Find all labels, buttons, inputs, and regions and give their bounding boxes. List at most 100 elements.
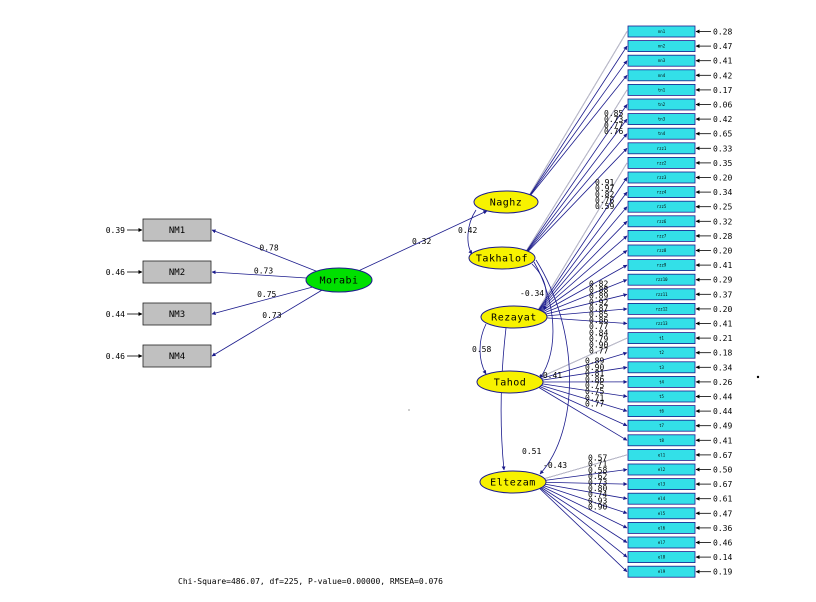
indicator-label-nn3: nn3: [658, 58, 666, 63]
indicator-box-rzz10: [627, 273, 696, 286]
latent-label-eltezam: Eltezam: [490, 478, 536, 489]
loading-path-el2: [532, 467, 628, 483]
error-variance-el8: 0.14: [713, 553, 732, 562]
loading-coef-nn4: 0.76: [604, 127, 623, 136]
indicator-box-rzz9: [627, 259, 696, 272]
indicator-box-t8: [627, 434, 696, 447]
error-variance-rzz9: 0.41: [713, 261, 732, 270]
indicator-box-tn2: [627, 98, 696, 111]
indicator-label-rzz2: rzz2: [657, 160, 667, 165]
indicator-box-t1: [627, 332, 696, 345]
error-variance-rzz11: 0.37: [713, 290, 732, 299]
reference-path-el1: [532, 454, 628, 483]
indicator-label-tn3: tn3: [658, 117, 666, 122]
indicator-label-rzz13: rzz13: [655, 321, 668, 326]
latent-eltezam: [479, 470, 547, 494]
latent-label-rezayat: Rezayat: [491, 313, 537, 324]
reference-path-nn1: [524, 31, 628, 203]
reference-path-t1: [529, 337, 628, 383]
indicator-label-el3: el3: [658, 482, 666, 487]
indicator-box-t6: [627, 405, 696, 418]
loading-path-nm1: [211, 229, 317, 272]
error-variance-rzz1: 0.33: [713, 144, 732, 153]
loading-path-rzz4: [533, 191, 628, 318]
latent-naghz: [473, 190, 539, 214]
error-variance-t1: 0.21: [713, 334, 732, 343]
error-variance-tn3: 0.42: [713, 115, 732, 124]
indicator-box-t3: [627, 361, 696, 374]
loading-path-t3: [529, 365, 628, 383]
reference-path-rzz2: [533, 162, 628, 318]
indicator-label-nm3: NM3: [169, 310, 185, 320]
loading-coef-rzz5: 0.92: [589, 298, 608, 307]
loading-coef-t2: 0.90: [585, 363, 604, 372]
indicator-label-rzz4: rzz4: [657, 190, 667, 195]
indicator-box-rzz6: [627, 215, 696, 228]
loading-coef-nn1: 0.85: [604, 109, 623, 118]
indicator-label-rzz9: rzz9: [657, 263, 667, 268]
indicator-label-el4: el4: [658, 496, 666, 501]
indicator-label-t2: t2: [659, 350, 664, 355]
indicator-label-el7: el7: [658, 540, 666, 545]
error-variance-tn1: 0.17: [713, 86, 732, 95]
loading-coef-tn3: 0.82: [595, 190, 614, 199]
latent-takhalof: [468, 246, 536, 270]
error-variance-rzz10: 0.29: [713, 276, 732, 285]
error-variance-nm2: 0.46: [106, 268, 125, 277]
latent-label-naghz: Naghz: [490, 198, 523, 209]
indicator-box-nm3: [142, 302, 212, 326]
latent-label-morabi: Morabi: [319, 276, 358, 287]
error-variance-rzz13: 0.41: [713, 320, 732, 329]
error-variance-nm3: 0.44: [106, 310, 125, 319]
error-variance-rzz2: 0.35: [713, 159, 732, 168]
indicator-label-el1: el1: [658, 452, 666, 457]
fit-statistics: Chi-Square=486.07, df=225, P-value=0.000…: [178, 577, 443, 586]
indicator-label-t8: t8: [659, 438, 664, 443]
error-variance-nn3: 0.41: [713, 57, 732, 66]
indicator-label-el8: el8: [658, 555, 666, 560]
latent-rezayat: [480, 305, 548, 329]
error-variance-t6: 0.44: [713, 407, 732, 416]
indicator-box-nn3: [627, 54, 696, 67]
structural-coef-rezayat-eltezam: 0.51: [522, 447, 541, 456]
structural-path-rezayat-tahod: [479, 323, 487, 375]
loading-path-nm3: [211, 286, 313, 315]
loading-coef-el5: 0.73: [588, 478, 607, 487]
indicator-box-rzz4: [627, 186, 696, 199]
loading-coef-nm2: 0.73: [254, 266, 273, 275]
loading-path-el3: [532, 481, 628, 487]
indicator-box-rzz8: [627, 244, 696, 257]
indicator-label-nn4: nn4: [658, 73, 666, 78]
loading-path-nn3: [524, 60, 628, 203]
indicator-box-el9: [627, 565, 696, 578]
indicator-label-nm4: NM4: [169, 352, 185, 362]
loading-path-el5: [532, 481, 628, 515]
loading-coef-t8: 0.77: [585, 399, 604, 408]
loading-path-rzz6: [533, 221, 628, 318]
indicator-box-rzz3: [627, 171, 696, 184]
indicator-box-el3: [627, 478, 696, 491]
error-variance-rzz6: 0.32: [713, 217, 732, 226]
loading-coef-tn1: 0.91: [595, 178, 614, 187]
indicator-box-rzz12: [627, 302, 696, 315]
indicator-label-rzz5: rzz5: [657, 204, 667, 209]
latent-tahod: [476, 370, 544, 394]
shape-layer: [142, 25, 760, 578]
indicator-box-t2: [627, 346, 696, 359]
structural-path-naghz-takhalof: [467, 209, 477, 255]
error-variance-tn2: 0.06: [713, 101, 732, 110]
indicator-box-rzz5: [627, 200, 696, 213]
loading-coef-el4: 0.62: [588, 472, 607, 481]
loading-path-rzz12: [533, 307, 628, 318]
error-variance-el9: 0.19: [713, 568, 732, 577]
loading-path-rzz3: [533, 177, 628, 318]
indicator-box-el6: [627, 522, 696, 534]
structural-coef-takhalof-eltezam: -0.43: [543, 461, 567, 470]
indicator-label-rzz11: rzz11: [655, 292, 668, 297]
loading-path-el9: [532, 481, 628, 572]
indicator-box-tn4: [627, 127, 696, 140]
latent-morabi: [305, 267, 373, 293]
error-variance-rzz3: 0.20: [713, 174, 732, 183]
